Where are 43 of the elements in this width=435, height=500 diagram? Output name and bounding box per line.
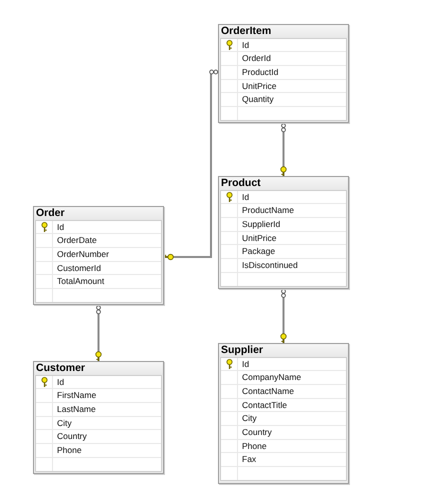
column-name: Id xyxy=(241,38,250,52)
column-name: Package xyxy=(241,245,276,258)
table-box xyxy=(218,176,349,290)
relationship-line xyxy=(280,123,287,177)
table-box xyxy=(33,206,164,306)
table-name: Customer xyxy=(34,362,163,374)
column-name: CompanyName xyxy=(241,371,302,384)
column-name: Id xyxy=(241,358,250,370)
column-name: LastName xyxy=(56,402,96,416)
column-name: SupplierId xyxy=(241,218,280,231)
column-name: UnitPrice xyxy=(241,80,276,92)
column-name: CustomerId xyxy=(56,262,101,274)
column-name: Country xyxy=(241,426,272,439)
column-name: OrderDate xyxy=(56,234,97,247)
relationship-line xyxy=(95,305,102,362)
column-name: OrderNumber xyxy=(56,248,109,261)
column-name: ProductName xyxy=(241,204,294,217)
table-box xyxy=(33,361,164,474)
table-name: Order xyxy=(34,207,163,220)
table-name: OrderItem xyxy=(219,25,348,38)
column-name: Country xyxy=(56,430,87,443)
table-name: Product xyxy=(219,177,348,190)
column-name: Phone xyxy=(56,444,82,457)
column-name: IsDiscontinued xyxy=(241,258,298,272)
column-name: Quantity xyxy=(241,93,274,106)
column-name: City xyxy=(241,412,257,425)
column-name: City xyxy=(56,416,72,430)
column-name: OrderId xyxy=(241,52,271,65)
column-name: Id xyxy=(241,190,250,204)
column-name: UnitPrice xyxy=(241,232,276,244)
relationship-line xyxy=(280,288,287,344)
column-name: ContactName xyxy=(241,384,294,398)
column-name: TotalAmount xyxy=(56,275,104,288)
column-name: Id xyxy=(56,220,64,234)
column-name: FirstName xyxy=(56,389,96,402)
column-name: Fax xyxy=(241,453,256,466)
table-box xyxy=(218,24,349,124)
column-name: Id xyxy=(56,376,64,388)
table-name: Supplier xyxy=(219,344,348,356)
column-name: ContactTitle xyxy=(241,398,288,412)
relationship-line xyxy=(163,70,218,260)
column-name: Phone xyxy=(241,440,267,452)
column-name: ProductId xyxy=(241,66,278,79)
